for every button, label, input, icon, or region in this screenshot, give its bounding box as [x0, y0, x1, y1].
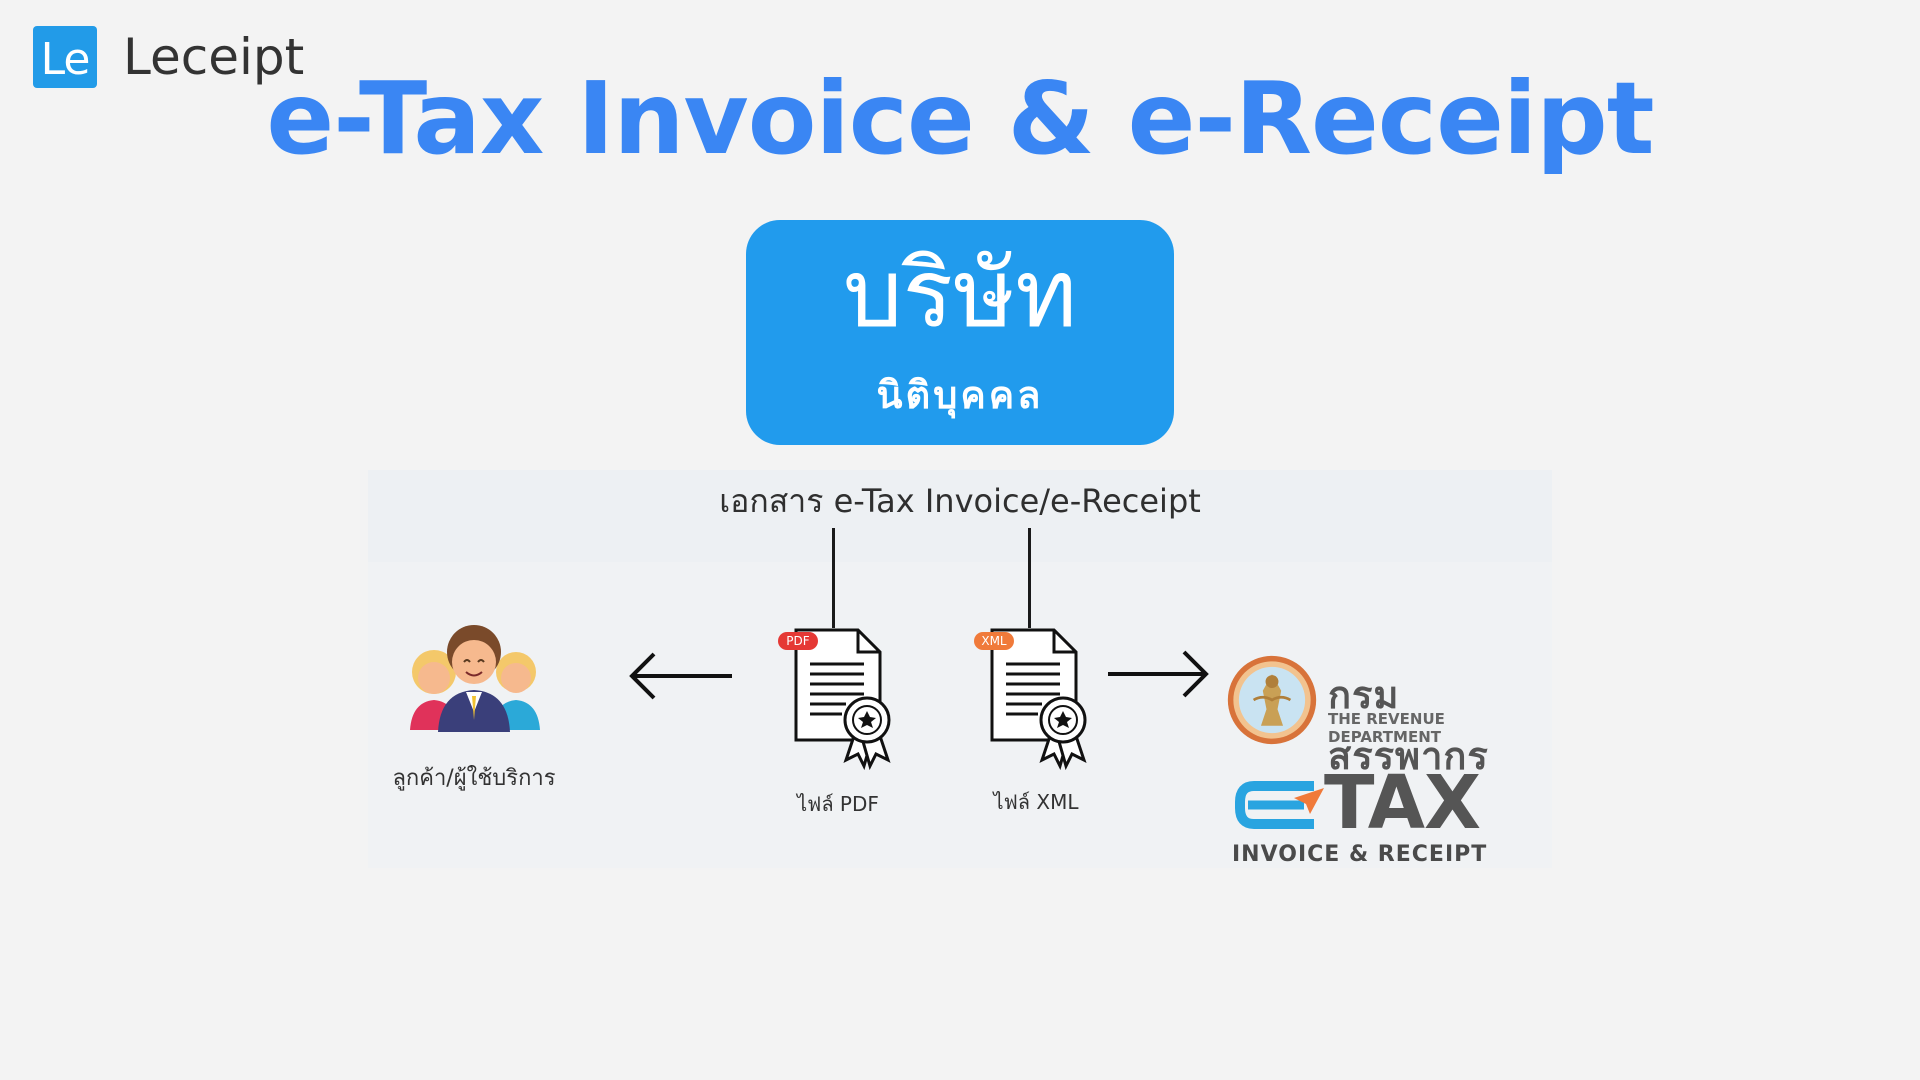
brand-logo: Le Leceipt [33, 26, 304, 88]
etax-subtitle: INVOICE & RECEIPT [1232, 842, 1488, 867]
brand-name: Leceipt [123, 28, 305, 86]
xml-file-icon [974, 628, 1087, 770]
pdf-file-icon [778, 628, 891, 770]
diagram-panel: เอกสาร e-Tax Invoice/e-Receipt ลูกค้า/ผู… [368, 470, 1552, 868]
revenue-seal-icon [1227, 655, 1317, 745]
page-title: e-Tax Invoice & e-Receipt [266, 60, 1654, 177]
pdf-badge-label: PDF [786, 634, 810, 648]
people-icon [410, 625, 540, 732]
xml-file-label: ไฟล์ XML [993, 790, 1079, 814]
etax-logo-icon [1235, 781, 1324, 829]
company-card: บริษัท นิติบุคคล [746, 220, 1174, 445]
company-subtitle: นิติบุคคล [876, 373, 1044, 417]
pdf-file-label: ไฟล์ PDF [797, 792, 879, 816]
connector-xml [1028, 528, 1031, 628]
revenue-department-name-en: THE REVENUE DEPARTMENT [1328, 710, 1445, 746]
diagram-header-band [368, 470, 1552, 562]
connector-pdf [832, 528, 835, 628]
arrow-right-icon [1108, 650, 1209, 698]
customer-label: ลูกค้า/ผู้ใช้บริการ [392, 766, 556, 791]
document-heading: เอกสาร e-Tax Invoice/e-Receipt [719, 482, 1201, 520]
revenue-department-name-th: กรมสรรพากร [1328, 673, 1489, 778]
arrow-left-icon [629, 652, 732, 700]
etax-logo-text: TAX [1324, 760, 1481, 846]
xml-badge-label: XML [981, 634, 1007, 648]
brand-logo-mark: Le [33, 26, 97, 88]
company-title: บริษัท [842, 240, 1078, 349]
